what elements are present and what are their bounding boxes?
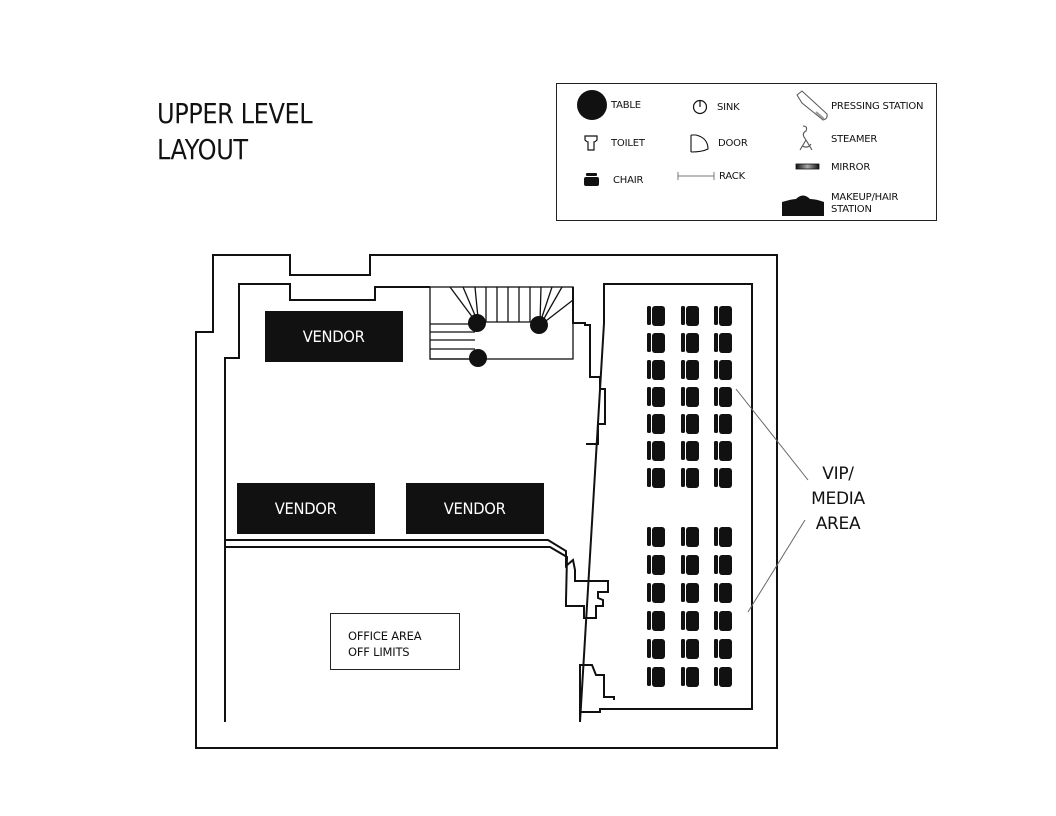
vendor-label: VENDOR bbox=[275, 499, 337, 518]
chair-icon bbox=[584, 173, 599, 186]
legend-label-door: DOOR bbox=[718, 137, 748, 149]
chair-icon bbox=[647, 360, 665, 380]
door-icon bbox=[690, 134, 709, 153]
outer-wall bbox=[195, 254, 778, 749]
chair-icon bbox=[714, 639, 732, 659]
chair-icon bbox=[681, 387, 699, 407]
table-icon bbox=[577, 90, 607, 120]
chair-icon bbox=[714, 360, 732, 380]
chair-icon bbox=[647, 667, 665, 687]
chair-icon bbox=[681, 583, 699, 603]
legend-label-rack: RACK bbox=[719, 170, 745, 182]
chair-icon bbox=[714, 555, 732, 575]
vip-label-line-3: AREA bbox=[815, 514, 861, 534]
legend-item-rack: RACK bbox=[676, 169, 745, 183]
legend-item-toilet: TOILET bbox=[583, 133, 645, 153]
vip-media-area-label: VIP/ MEDIA AREA bbox=[800, 462, 876, 537]
chair-icon bbox=[681, 639, 699, 659]
chair-icon bbox=[714, 333, 732, 353]
chair-icon bbox=[681, 555, 699, 575]
vip-label-line-2: MEDIA bbox=[811, 489, 865, 509]
office-area: OFFICE AREA OFF LIMITS bbox=[330, 613, 460, 670]
chair-icon bbox=[647, 306, 665, 326]
chair-icon bbox=[714, 527, 732, 547]
stair-tables bbox=[468, 314, 548, 367]
chair-icon bbox=[681, 306, 699, 326]
legend-item-makeup-station: MAKEUP/HAIR STATION bbox=[780, 190, 921, 218]
chair-icon bbox=[647, 414, 665, 434]
vip-label-line-1: VIP/ bbox=[822, 464, 854, 484]
vendor-booth-1: VENDOR bbox=[265, 311, 403, 362]
chair-icon bbox=[714, 583, 732, 603]
legend-item-table: TABLE bbox=[575, 89, 641, 121]
vendor-label: VENDOR bbox=[303, 327, 365, 346]
vendor-booth-2: VENDOR bbox=[237, 483, 375, 534]
office-label-line-1: OFFICE AREA bbox=[348, 629, 422, 643]
toilet-icon bbox=[584, 135, 598, 151]
legend-label-toilet: TOILET bbox=[611, 137, 645, 149]
table-icon bbox=[468, 314, 486, 332]
steamer-icon bbox=[799, 125, 813, 151]
sink-icon bbox=[692, 99, 708, 115]
table-icon bbox=[469, 349, 487, 367]
chair-icon bbox=[681, 441, 699, 461]
legend-item-pressing-station: PRESSING STATION bbox=[794, 89, 924, 123]
page-title-line-1: UPPER LEVEL bbox=[157, 97, 313, 130]
legend-item-door: DOOR bbox=[688, 132, 748, 154]
chair-icon bbox=[714, 468, 732, 488]
legend-label-mirror: MIRROR bbox=[831, 161, 871, 173]
legend-label-sink: SINK bbox=[717, 101, 740, 113]
legend-item-chair: CHAIR bbox=[581, 171, 643, 189]
chair-icon bbox=[714, 667, 732, 687]
chair-icon bbox=[647, 468, 665, 488]
vip-leader-lines bbox=[735, 388, 809, 613]
chair-icon bbox=[647, 583, 665, 603]
legend-label-makeup-station: MAKEUP/HAIR STATION bbox=[831, 192, 899, 215]
chair-icon bbox=[714, 387, 732, 407]
chair-icon bbox=[681, 360, 699, 380]
chair-icon bbox=[681, 414, 699, 434]
office-label-line-2: OFF LIMITS bbox=[348, 645, 410, 659]
mirror-icon bbox=[795, 163, 820, 170]
chair-icon bbox=[647, 441, 665, 461]
page-title-line-2: LAYOUT bbox=[157, 133, 248, 166]
vendor-label: VENDOR bbox=[444, 499, 506, 518]
vendor-booth-3: VENDOR bbox=[406, 483, 544, 534]
staircase bbox=[429, 286, 574, 360]
bottom-stub bbox=[579, 664, 615, 722]
table-icon bbox=[530, 316, 548, 334]
chair-icon bbox=[714, 611, 732, 631]
chair-icon bbox=[647, 333, 665, 353]
chair-icon bbox=[647, 555, 665, 575]
pressing-station-icon bbox=[796, 90, 828, 121]
corridor-wall bbox=[225, 539, 609, 619]
chair-icon bbox=[681, 667, 699, 687]
legend-label-chair: CHAIR bbox=[613, 174, 644, 186]
chair-icon bbox=[647, 527, 665, 547]
legend-label-pressing-station: PRESSING STATION bbox=[831, 100, 924, 112]
vip-chairs bbox=[647, 306, 732, 687]
chair-icon bbox=[647, 387, 665, 407]
legend-item-steamer: STEAMER bbox=[794, 124, 877, 154]
chair-icon bbox=[647, 611, 665, 631]
chair-icon bbox=[647, 639, 665, 659]
chair-icon bbox=[681, 611, 699, 631]
legend-label-steamer: STEAMER bbox=[831, 133, 878, 145]
chair-icon bbox=[714, 414, 732, 434]
page-title: UPPER LEVEL LAYOUT bbox=[157, 96, 313, 168]
legend-item-sink: SINK bbox=[691, 98, 740, 116]
legend-item-mirror: MIRROR bbox=[793, 160, 870, 174]
legend-label-table: TABLE bbox=[611, 99, 641, 111]
rack-icon bbox=[677, 172, 715, 180]
legend: TABLE SINK PRESSING STATION TOILET DOOR … bbox=[556, 83, 937, 221]
makeup-station-icon bbox=[782, 195, 824, 216]
chair-icon bbox=[681, 333, 699, 353]
chair-icon bbox=[714, 441, 732, 461]
chair-icon bbox=[681, 468, 699, 488]
chair-icon bbox=[681, 527, 699, 547]
chair-icon bbox=[714, 306, 732, 326]
